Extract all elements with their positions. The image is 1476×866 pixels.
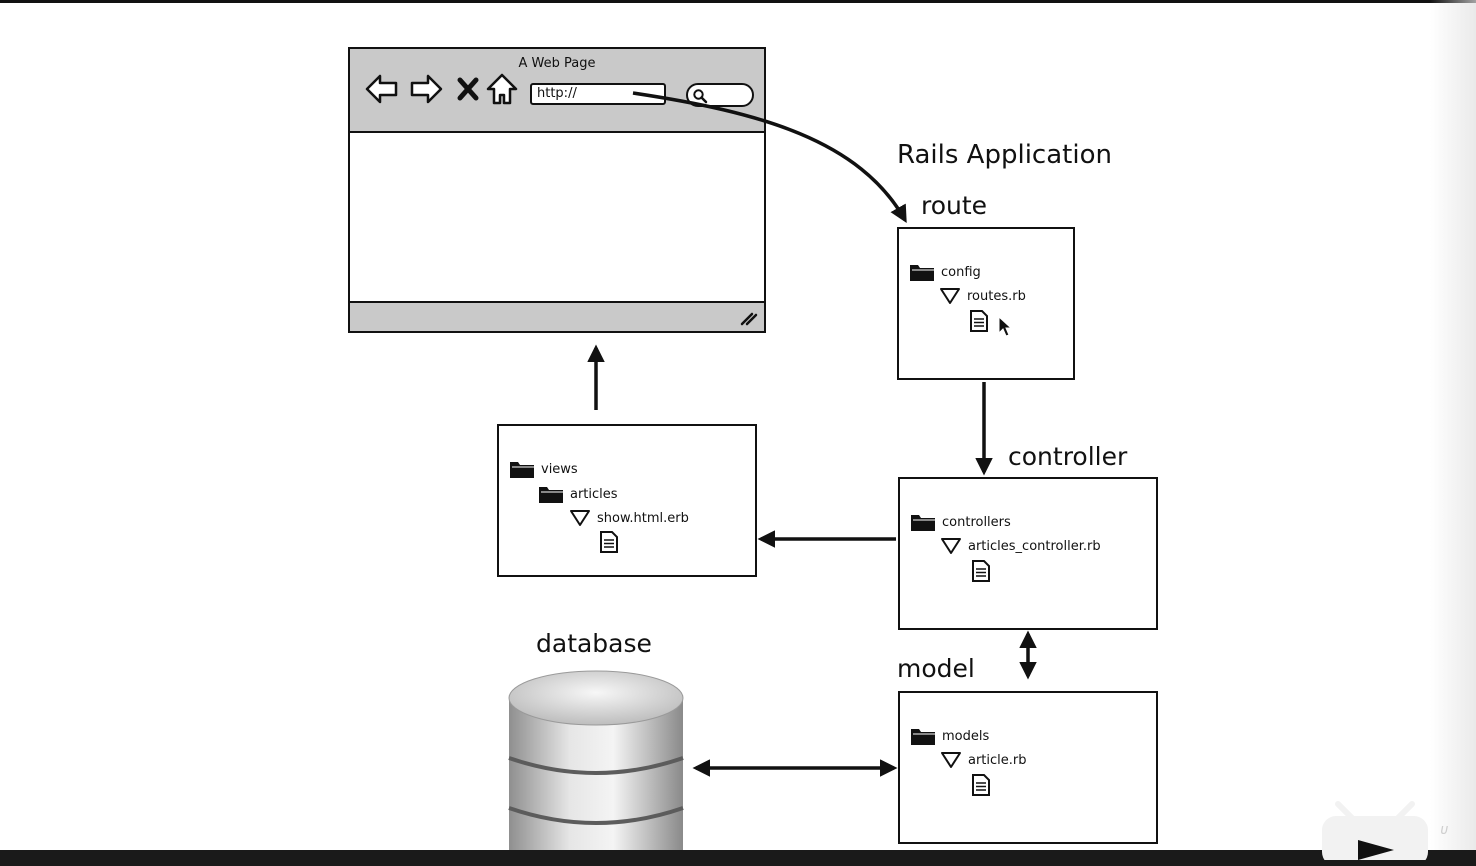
tree-folder-articles: articles <box>538 484 618 504</box>
database-label: database <box>536 629 652 658</box>
arrow-url-to-route <box>632 91 907 224</box>
forward-arrow-icon <box>410 74 443 104</box>
folder-icon <box>911 729 935 745</box>
tree-file-routes: routes.rb <box>939 287 1026 305</box>
file-name: article.rb <box>968 752 1027 768</box>
file-name: show.html.erb <box>597 510 689 526</box>
folder-name: views <box>541 461 578 477</box>
tree-file-articles-controller: articles_controller.rb <box>940 537 1101 555</box>
triangle-down-icon <box>941 538 961 554</box>
document-icon <box>970 310 988 332</box>
tree-folder-views: views <box>509 459 578 479</box>
route-box: config routes.rb <box>897 227 1075 380</box>
folder-name: controllers <box>942 514 1011 530</box>
folder-icon <box>510 462 534 478</box>
controller-box: controllers articles_controller.rb <box>898 477 1158 630</box>
tree-file-show: show.html.erb <box>569 509 689 527</box>
bottom-bar <box>0 850 1476 866</box>
mouse-cursor-icon <box>998 316 1013 337</box>
rails-application-title: Rails Application <box>897 140 1112 170</box>
right-edge-shade <box>1430 0 1476 850</box>
document-icon <box>972 774 990 796</box>
browser-statusbar <box>350 301 764 331</box>
url-field: http:// <box>530 83 666 105</box>
file-name: articles_controller.rb <box>968 538 1101 554</box>
search-icon <box>693 89 708 104</box>
stop-x-icon <box>457 77 479 101</box>
document-icon <box>972 560 990 582</box>
folder-icon <box>911 515 935 531</box>
folder-name: models <box>942 728 990 744</box>
folder-icon <box>910 265 934 281</box>
tree-folder-config: config <box>909 262 981 282</box>
controller-label: controller <box>1008 442 1128 471</box>
route-label: route <box>921 191 988 220</box>
tree-folder-models: models <box>910 726 989 746</box>
watermark-icon: ᴜ <box>1440 822 1449 838</box>
database-cylinder-icon <box>508 670 684 850</box>
browser-toolbar: A Web Page http:// <box>350 49 764 133</box>
tree-file-article: article.rb <box>940 751 1027 769</box>
home-icon <box>486 73 518 105</box>
back-arrow-icon <box>365 74 398 104</box>
play-badge-icon[interactable] <box>1322 800 1428 860</box>
web-page-mockup: A Web Page http:// <box>348 47 766 333</box>
model-label: model <box>897 654 975 683</box>
document-icon <box>600 531 618 553</box>
triangle-down-icon <box>941 752 961 768</box>
model-box: models article.rb <box>898 691 1158 844</box>
subfolder-name: articles <box>570 486 618 502</box>
triangle-down-icon <box>570 510 590 526</box>
folder-name: config <box>941 264 981 280</box>
resize-grip-icon <box>740 312 758 326</box>
tree-folder-controllers: controllers <box>910 512 1011 532</box>
top-border <box>0 0 1476 3</box>
triangle-down-icon <box>940 288 960 304</box>
folder-icon <box>539 487 563 503</box>
browser-title: A Web Page <box>518 56 596 71</box>
file-name: routes.rb <box>967 288 1026 304</box>
views-box: views articles show.html.erb <box>497 424 757 577</box>
